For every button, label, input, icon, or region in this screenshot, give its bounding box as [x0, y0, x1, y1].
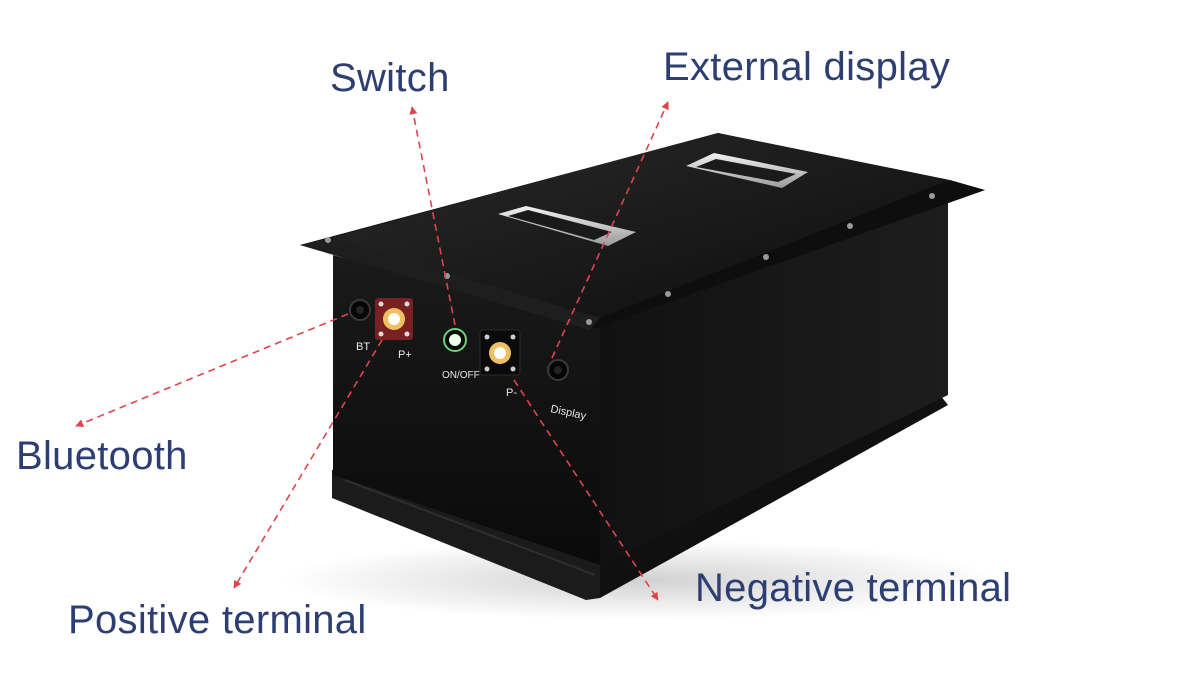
external-display-arrow: [551, 101, 669, 359]
negative-terminal-block: [479, 329, 521, 376]
positive-terminal-block: [375, 298, 413, 340]
negative-terminal-label: Negative terminal: [695, 566, 1012, 610]
display-port: [547, 359, 569, 381]
external-display-label: External display: [663, 45, 951, 89]
battery-side-panel: [600, 190, 948, 565]
negative-terminal-arrow: [513, 379, 659, 601]
positive-terminal-arrow: [233, 339, 383, 589]
switch-arrow: [409, 106, 456, 326]
on-off-switch: [443, 328, 467, 352]
switch-label: Switch: [330, 56, 450, 100]
p-minus-label: P-: [506, 387, 517, 399]
p-plus-label: P+: [398, 349, 412, 361]
bluetooth-arrow: [75, 313, 349, 427]
mounting-feet: [332, 395, 948, 600]
bluetooth-label: Bluetooth: [16, 434, 188, 478]
ground-shadow: [280, 540, 1000, 620]
bt-port-label: BT: [356, 341, 370, 353]
lid-handle-front: [498, 206, 636, 246]
positive-terminal-label: Positive terminal: [68, 598, 367, 642]
bluetooth-port: [349, 299, 371, 321]
on-off-label: ON/OFF: [442, 370, 480, 381]
lid-handle-rear: [686, 153, 808, 188]
